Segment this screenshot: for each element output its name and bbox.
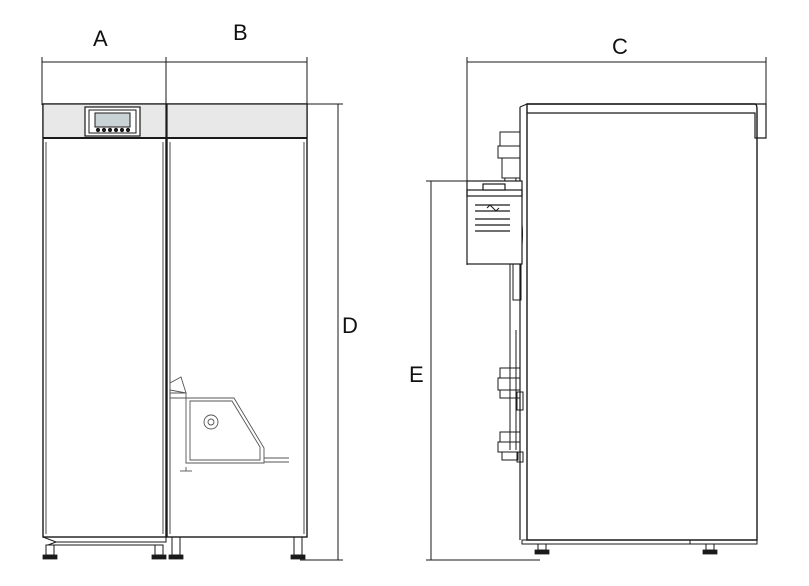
burner-feeder [169, 376, 289, 472]
dimension-label-c: C [612, 34, 628, 59]
dimension-label-a: A [93, 26, 108, 51]
dimension-label-d: D [342, 313, 358, 338]
front-view-left-cabinet [42, 103, 167, 560]
dimension-label-b: B [233, 20, 248, 45]
front-view-right-cabinet [166, 103, 308, 560]
dimension-label-e: E [409, 362, 424, 387]
rear-control-box [466, 180, 523, 265]
side-view [466, 103, 767, 555]
control-panel [84, 106, 141, 137]
dimension-lines [41, 57, 767, 561]
